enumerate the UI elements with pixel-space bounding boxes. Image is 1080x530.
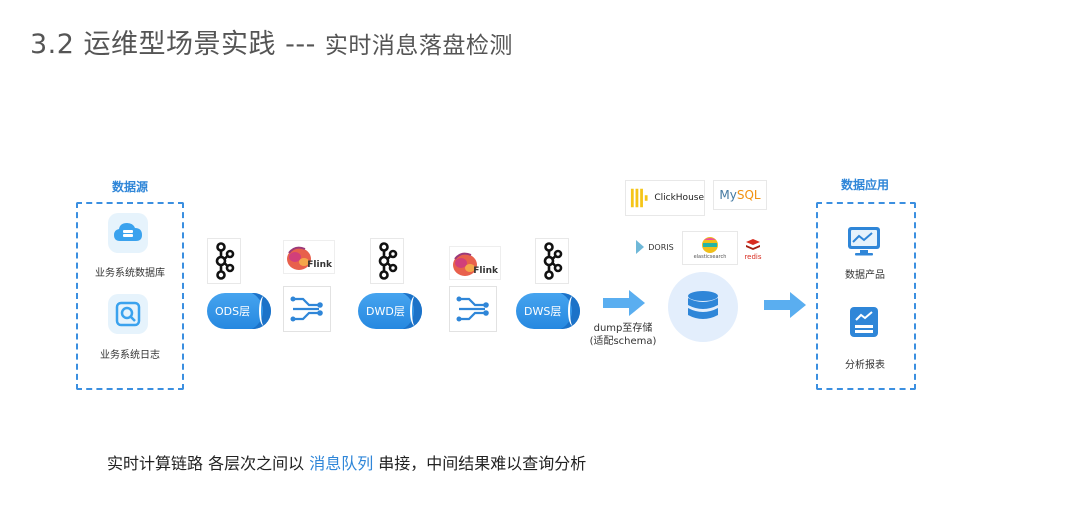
layer-label: DWD层 <box>366 305 405 318</box>
mysql-label-sql: SQL <box>736 188 761 202</box>
source-label-log: 业务系统日志 <box>100 350 160 361</box>
page-title: 3.2 运维型场景实践 --- 实时消息落盘检测 <box>30 22 513 61</box>
database-icon <box>668 272 738 342</box>
kafka-logo-icon <box>535 238 569 284</box>
monitor-chart-icon <box>846 225 882 261</box>
layer-label: ODS层 <box>215 305 251 318</box>
kafka-logo-icon <box>207 238 241 284</box>
doris-logo: DORIS <box>631 232 677 262</box>
source-label-db: 业务系统数据库 <box>95 268 165 279</box>
elasticsearch-logo: elasticsearch <box>682 231 738 265</box>
page-title-main: 3.2 运维型场景实践 --- <box>30 29 325 60</box>
layer-label: DWS层 <box>524 305 562 318</box>
dump-label: dump至存储 (适配schema) <box>578 322 668 348</box>
flink-label: Flink <box>307 260 332 270</box>
caption-after: 串接，中间结果难以查询分析 <box>373 454 587 473</box>
dump-label-line1: dump至存储 <box>593 323 653 334</box>
cloud-database-icon <box>108 213 148 253</box>
dump-label-line2: (适配schema) <box>589 336 657 347</box>
layer-dwd: DWD层 <box>358 293 422 329</box>
elasticsearch-label: elasticsearch <box>693 254 727 260</box>
arrow-right-icon <box>603 290 645 320</box>
flink-logo-icon: Flink <box>449 246 501 280</box>
flink-label: Flink <box>473 266 498 276</box>
redis-label: redis <box>744 253 762 261</box>
stream-process-icon <box>283 286 331 332</box>
clickhouse-logo: ClickHouse <box>625 180 705 216</box>
data-app-box <box>816 202 916 390</box>
log-search-icon <box>108 294 148 334</box>
kafka-logo-icon <box>370 238 404 284</box>
mysql-label-my: My <box>719 188 737 202</box>
doris-label: DORIS <box>648 242 674 252</box>
report-icon <box>848 305 880 343</box>
caption-before: 实时计算链路 各层次之间以 <box>107 454 310 473</box>
data-app-title: 数据应用 <box>840 178 889 192</box>
redis-icon <box>746 239 760 250</box>
clickhouse-label: ClickHouse <box>654 193 704 203</box>
layer-ods: ODS层 <box>207 293 271 329</box>
redis-logo: redis <box>741 232 765 266</box>
elasticsearch-icon <box>702 237 718 253</box>
doris-icon <box>636 240 645 254</box>
data-source-box <box>76 202 184 390</box>
data-source-title: 数据源 <box>111 180 148 194</box>
layer-dws: DWS层 <box>516 293 580 329</box>
app-label-report: 分析报表 <box>845 360 885 371</box>
arrow-right-icon <box>764 292 806 322</box>
page-title-sub: 实时消息落盘检测 <box>324 33 513 59</box>
caption-highlight: 消息队列 <box>309 454 374 473</box>
app-label-product: 数据产品 <box>845 270 885 281</box>
flink-logo-icon: Flink <box>283 240 335 274</box>
stream-process-icon <box>449 286 497 332</box>
clickhouse-icon <box>630 188 648 208</box>
caption: 实时计算链路 各层次之间以 消息队列 串接，中间结果难以查询分析 <box>107 450 586 474</box>
